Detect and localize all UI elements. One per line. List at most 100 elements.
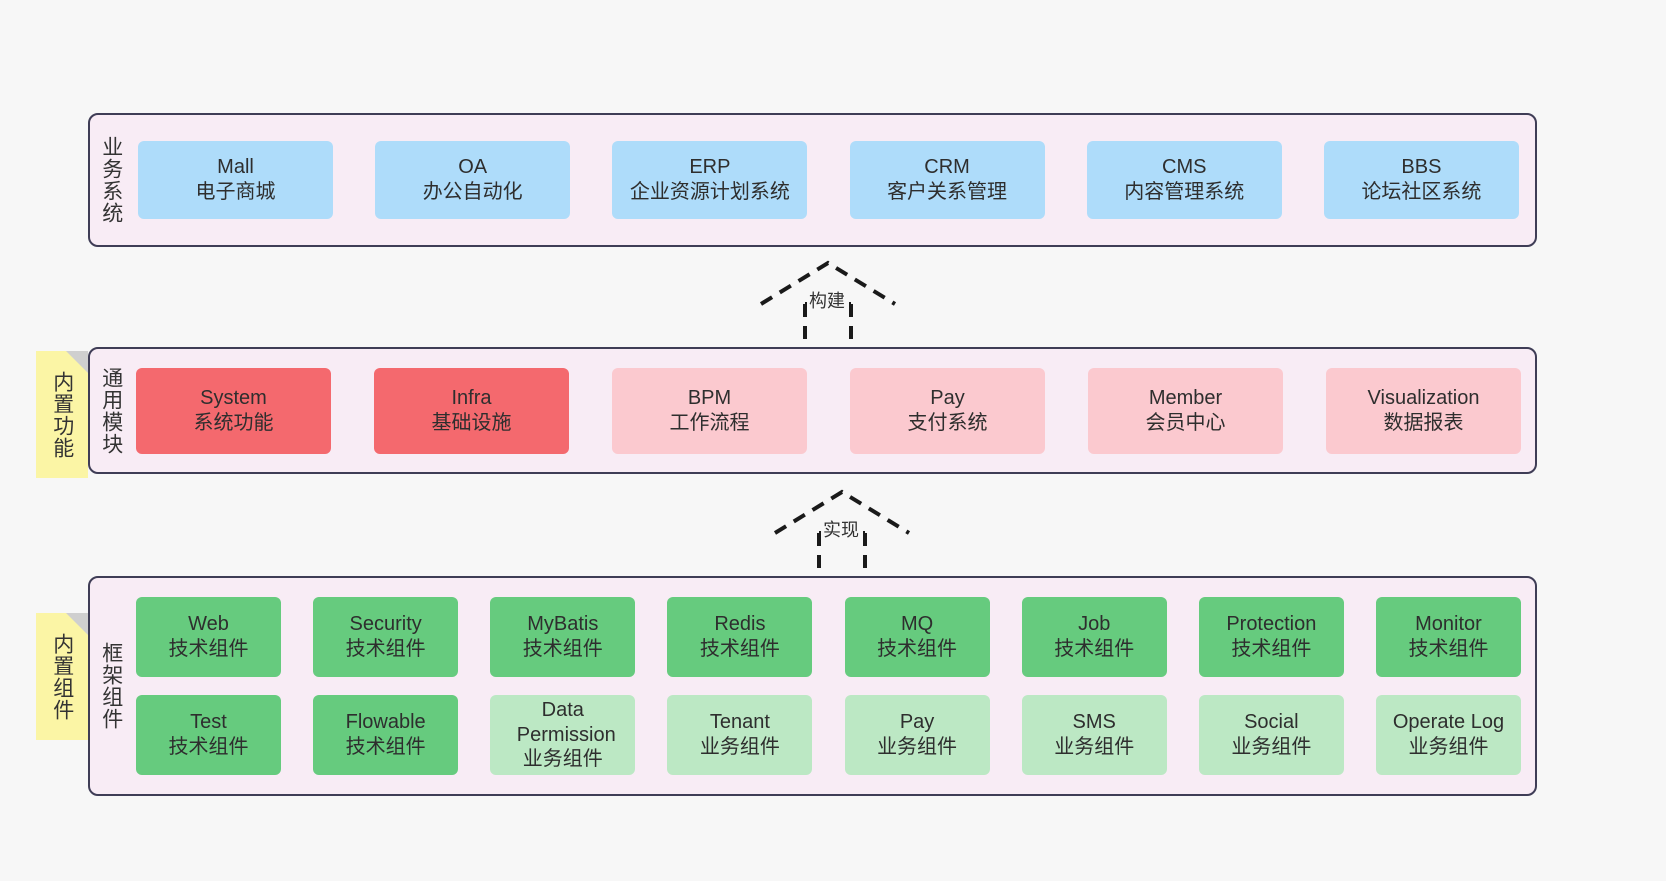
- card-subtitle: 会员中心: [1145, 411, 1226, 434]
- layer-body-business: Mall 电子商城 OA 办公自动化 ERP 企业资源计划系统 CRM 客户关系…: [132, 115, 1535, 245]
- card-redis[interactable]: Redis 技术组件: [667, 597, 813, 677]
- card-job[interactable]: Job 技术组件: [1021, 597, 1167, 677]
- card-pay[interactable]: Pay 支付系统: [850, 367, 1045, 454]
- card-title: SMS: [1072, 711, 1116, 734]
- arrow-build-label: 构建: [807, 287, 847, 313]
- card-subtitle: 业务组件: [1054, 736, 1135, 758]
- card-subtitle: 内容管理系统: [1124, 181, 1245, 203]
- card-title: Protection: [1226, 613, 1317, 636]
- card-title: Operate Log: [1392, 711, 1505, 734]
- layer-framework-components: 框架组件 Web 技术组件 Security 技术组件 MyBatis 技术组件…: [88, 576, 1537, 796]
- card-oa[interactable]: OA 办公自动化: [375, 141, 571, 219]
- card-subtitle: 技术组件: [345, 736, 426, 758]
- note-builtin-components: 内置组件: [36, 613, 88, 740]
- card-monitor[interactable]: Monitor 技术组件: [1375, 597, 1521, 677]
- card-subtitle: 技术组件: [168, 736, 249, 758]
- card-subtitle: 技术组件: [1408, 638, 1489, 660]
- layer-body-framework: Web 技术组件 Security 技术组件 MyBatis 技术组件 Redi…: [132, 578, 1535, 794]
- card-subtitle: 办公自动化: [422, 181, 523, 203]
- note-builtin-functions: 内置功能: [36, 351, 88, 478]
- card-title: Infra: [451, 386, 492, 409]
- card-subtitle: 工作流程: [669, 411, 750, 434]
- note-label: 内置功能: [50, 370, 74, 459]
- card-row: System 系统功能 Infra 基础设施 BPM 工作流程 Pay 支付系统…: [136, 367, 1521, 454]
- card-subtitle: 业务组件: [877, 736, 958, 758]
- card-cms[interactable]: CMS 内容管理系统: [1086, 141, 1282, 219]
- card-subtitle: 支付系统: [907, 411, 988, 434]
- card-row: Mall 电子商城 OA 办公自动化 ERP 企业资源计划系统 CRM 客户关系…: [136, 141, 1521, 219]
- layer-title-business: 业务系统: [99, 136, 123, 224]
- card-subtitle: 论坛社区系统: [1361, 181, 1482, 203]
- card-title: Security: [349, 613, 422, 636]
- card-visualization[interactable]: Visualization 数据报表: [1326, 367, 1521, 454]
- card-title: BPM: [687, 386, 732, 409]
- card-subtitle: 技术组件: [1231, 638, 1312, 660]
- card-mq[interactable]: MQ 技术组件: [844, 597, 990, 677]
- card-title: Flowable: [345, 711, 426, 734]
- layer-business-systems: 业务系统 Mall 电子商城 OA 办公自动化 ERP 企业资源计划系统 CRM…: [88, 113, 1537, 247]
- card-subtitle: 基础设施: [431, 411, 512, 434]
- card-title: Pay: [930, 386, 965, 409]
- card-protection[interactable]: Protection 技术组件: [1198, 597, 1344, 677]
- card-subtitle: 电子商城: [195, 181, 276, 203]
- card-bpm[interactable]: BPM 工作流程: [612, 367, 807, 454]
- card-operate-log[interactable]: Operate Log 业务组件: [1375, 695, 1521, 775]
- arrow-implement-label: 实现: [821, 516, 861, 542]
- card-subtitle: 技术组件: [877, 638, 958, 660]
- layer-title-module: 通用模块: [99, 366, 123, 455]
- card-subtitle: 技术组件: [168, 638, 249, 660]
- card-title: Member: [1148, 386, 1223, 409]
- card-bbs[interactable]: BBS 论坛社区系统: [1323, 141, 1519, 219]
- card-subtitle: 企业资源计划系统: [629, 181, 790, 203]
- card-sms[interactable]: SMS 业务组件: [1021, 695, 1167, 775]
- card-title: CRM: [924, 156, 970, 179]
- card-title: OA: [458, 156, 488, 179]
- card-erp[interactable]: ERP 企业资源计划系统: [612, 141, 808, 219]
- layer-body-module: System 系统功能 Infra 基础设施 BPM 工作流程 Pay 支付系统…: [132, 349, 1535, 472]
- card-system[interactable]: System 系统功能: [136, 367, 331, 454]
- card-web[interactable]: Web 技术组件: [136, 597, 281, 677]
- card-title: Visualization: [1367, 386, 1480, 409]
- card-social[interactable]: Social 业务组件: [1198, 695, 1344, 775]
- card-subtitle: 业务组件: [522, 748, 603, 771]
- card-title: Web: [188, 613, 229, 636]
- card-title: Data Permission: [516, 698, 616, 746]
- card-title: MQ: [900, 613, 934, 636]
- card-tenant[interactable]: Tenant 业务组件: [667, 695, 813, 775]
- card-subtitle: 业务组件: [699, 736, 780, 758]
- card-pay-component[interactable]: Pay 业务组件: [844, 695, 990, 775]
- card-flowable[interactable]: Flowable 技术组件: [313, 695, 459, 775]
- card-title: Mall: [217, 156, 254, 179]
- note-fold-corner-icon: [66, 613, 88, 635]
- card-row: Test 技术组件 Flowable 技术组件 Data Permission …: [136, 695, 1521, 775]
- card-title: Redis: [714, 613, 766, 636]
- card-subtitle: 业务组件: [1231, 736, 1312, 758]
- card-subtitle: 技术组件: [1054, 638, 1135, 660]
- card-title: ERP: [689, 156, 731, 179]
- arrow-implement: 实现: [771, 487, 913, 573]
- card-title: Pay: [899, 711, 935, 734]
- card-title: BBS: [1401, 156, 1442, 179]
- card-crm[interactable]: CRM 客户关系管理: [849, 141, 1045, 219]
- card-data-permission[interactable]: Data Permission 业务组件: [490, 695, 636, 775]
- card-subtitle: 技术组件: [345, 638, 426, 660]
- card-title: MyBatis: [527, 613, 599, 636]
- card-title: Monitor: [1415, 613, 1482, 636]
- note-label: 内置组件: [50, 632, 74, 721]
- card-security[interactable]: Security 技术组件: [313, 597, 459, 677]
- card-title: CMS: [1162, 156, 1207, 179]
- card-infra[interactable]: Infra 基础设施: [374, 367, 569, 454]
- card-subtitle: 技术组件: [699, 638, 780, 660]
- card-title: Test: [190, 711, 227, 734]
- card-subtitle: 数据报表: [1383, 411, 1464, 434]
- card-subtitle: 技术组件: [522, 638, 603, 660]
- card-title: Social: [1244, 711, 1299, 734]
- card-subtitle: 业务组件: [1408, 736, 1489, 758]
- card-row: Web 技术组件 Security 技术组件 MyBatis 技术组件 Redi…: [136, 597, 1521, 677]
- card-mybatis[interactable]: MyBatis 技术组件: [490, 597, 636, 677]
- card-title: System: [200, 386, 267, 409]
- card-mall[interactable]: Mall 电子商城: [138, 141, 333, 219]
- card-test[interactable]: Test 技术组件: [136, 695, 281, 775]
- card-member[interactable]: Member 会员中心: [1088, 367, 1283, 454]
